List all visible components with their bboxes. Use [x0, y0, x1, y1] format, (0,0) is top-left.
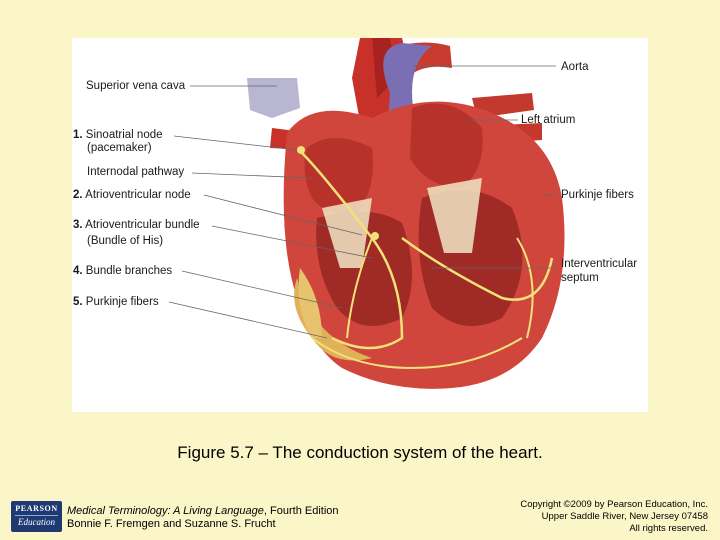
- heart-illustration: [168, 38, 565, 389]
- label-interventricular: Interventricular: [561, 258, 638, 270]
- label-bundle-of-his: (Bundle of His): [87, 235, 164, 247]
- label-pacemaker: (pacemaker): [87, 142, 152, 154]
- label-bundle-branches: 4. Bundle branches: [73, 265, 173, 277]
- label-left-atrium: Left atrium: [521, 114, 576, 126]
- label-purkinje-fibers-right: Purkinje fibers: [561, 189, 634, 201]
- label-atrioventricular-node: 2. Atrioventricular node: [73, 189, 191, 201]
- label-sinoatrial-node: 1. Sinoatrial node: [73, 129, 163, 141]
- label-internodal-pathway: Internodal pathway: [87, 166, 185, 178]
- logo-divider: [15, 515, 58, 516]
- book-title: Medical Terminology: A Living Language: [67, 505, 264, 517]
- book-edition: , Fourth Edition: [263, 505, 339, 517]
- figure-caption: Figure 5.7 – The conduction system of th…: [177, 443, 543, 462]
- heart-illustration-panel: [72, 38, 648, 412]
- copyright-line-3: All rights reserved.: [629, 523, 708, 534]
- logo-bottom-text: Education: [18, 517, 55, 527]
- pearson-logo: PEARSON Education: [11, 501, 62, 532]
- book-authors: Bonnie F. Fremgen and Suzanne S. Frucht: [67, 518, 276, 530]
- copyright-notice: Copyright ©2009 by Pearson Education, In…: [520, 499, 708, 535]
- copyright-line-1: Copyright ©2009 by Pearson Education, In…: [520, 499, 708, 510]
- label-septum: septum: [561, 272, 599, 284]
- label-atrioventricular-bundle: 3. Atrioventricular bundle: [73, 219, 200, 231]
- copyright-line-2: Upper Saddle River, New Jersey 07458: [541, 511, 708, 522]
- label-purkinje-fibers-left: 5. Purkinje fibers: [73, 296, 159, 308]
- label-aorta: Aorta: [561, 61, 589, 73]
- label-superior-vena-cava: Superior vena cava: [86, 80, 186, 92]
- book-citation: Medical Terminology: A Living Language, …: [67, 505, 339, 531]
- logo-top-text: PEARSON: [15, 504, 58, 513]
